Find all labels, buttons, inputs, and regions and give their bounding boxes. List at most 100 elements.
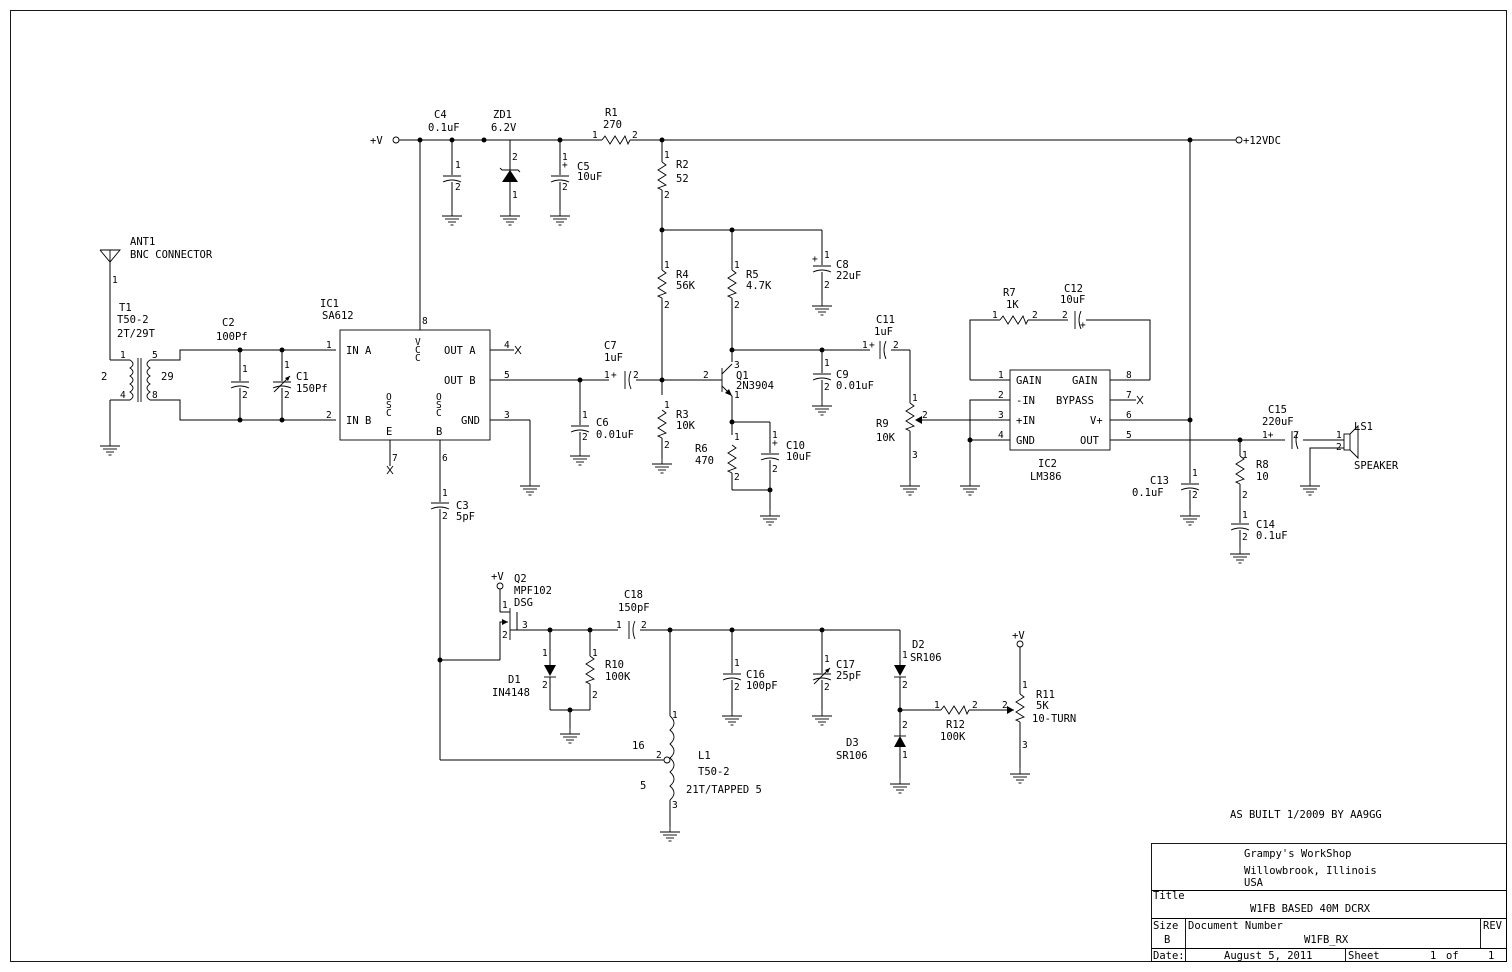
svg-text:2: 2 bbox=[326, 410, 332, 421]
c14-ref: C14 bbox=[1256, 519, 1275, 531]
svg-text:+: + bbox=[562, 160, 568, 171]
ic2-value: LM386 bbox=[1030, 471, 1062, 483]
svg-text:1: 1 bbox=[664, 260, 670, 271]
ic1-pin-b: B bbox=[436, 426, 442, 438]
size-value: B bbox=[1164, 934, 1170, 946]
ic1-value: SA612 bbox=[322, 310, 354, 322]
ls1-ref: LS1 bbox=[1354, 421, 1373, 433]
potentiometer-r11: +V 1 2 3 R11 5K 10-TURN bbox=[1002, 630, 1076, 784]
ic1-pin-outa: OUT A bbox=[444, 345, 476, 357]
fet-q2: +V 1 2 3 Q2 MPF102 DSG bbox=[440, 571, 552, 661]
c8-value: 22uF bbox=[836, 270, 861, 282]
svg-text:1: 1 bbox=[1192, 468, 1198, 479]
ic2-pin-gain1: GAIN bbox=[1016, 375, 1041, 387]
svg-text:2: 2 bbox=[1062, 310, 1068, 321]
svg-text:1: 1 bbox=[604, 370, 610, 381]
capacitor-c11: C11 1uF 1 + 2 bbox=[862, 314, 911, 403]
svg-text:1: 1 bbox=[112, 275, 118, 286]
svg-text:+: + bbox=[1080, 320, 1086, 331]
resistor-r3: R3 10K 1 2 bbox=[651, 400, 696, 474]
svg-text:3: 3 bbox=[672, 800, 678, 811]
svg-text:2: 2 bbox=[772, 464, 778, 475]
sheets-value: 1 bbox=[1488, 950, 1494, 962]
ic2-pin-vplus: V+ bbox=[1090, 415, 1103, 427]
svg-text:2: 2 bbox=[734, 682, 740, 693]
d1-ref: D1 bbox=[508, 674, 521, 686]
ic1-pin-gnd: GND bbox=[461, 415, 480, 427]
t1-ref: T1 bbox=[119, 302, 132, 314]
capacitor-c17: 1 2 C17 25pF bbox=[811, 630, 861, 726]
svg-text:2: 2 bbox=[902, 720, 908, 731]
r1-ref: R1 bbox=[605, 107, 618, 119]
t1-value2: 2T/29T bbox=[117, 328, 156, 340]
svg-text:2: 2 bbox=[656, 750, 662, 761]
svg-text:O: O bbox=[386, 392, 392, 403]
svg-text:1: 1 bbox=[902, 750, 908, 761]
svg-text:1: 1 bbox=[242, 364, 248, 375]
speaker-ls1: 1 2 LS1 SPEAKER bbox=[1299, 421, 1399, 496]
c16-ref: C16 bbox=[746, 669, 765, 681]
svg-text:1: 1 bbox=[992, 310, 998, 321]
svg-text:1: 1 bbox=[582, 410, 588, 421]
c1-ref: C1 bbox=[296, 371, 309, 383]
zd1-value: 6.2V bbox=[491, 122, 517, 134]
r6-ref: R6 bbox=[695, 443, 708, 455]
resistor-r12: 1 2 R12 100K bbox=[900, 700, 1014, 743]
svg-text:4: 4 bbox=[998, 430, 1004, 441]
svg-text:2: 2 bbox=[562, 182, 568, 193]
svg-text:1: 1 bbox=[664, 150, 670, 161]
svg-text:2: 2 bbox=[1242, 490, 1248, 501]
svg-text:4: 4 bbox=[120, 390, 126, 401]
capacitor-c14: 1 2 C14 0.1uF bbox=[1229, 510, 1288, 564]
svg-text:1: 1 bbox=[998, 370, 1004, 381]
capacitor-c8: 1 + C8 22uF 2 bbox=[811, 230, 861, 316]
svg-text:1: 1 bbox=[824, 250, 830, 261]
d3-ref: D3 bbox=[846, 737, 859, 749]
svg-text:1: 1 bbox=[616, 620, 622, 631]
capacitor-c1: 1 C1 150Pf 2 bbox=[272, 347, 328, 423]
size-label: Size bbox=[1153, 920, 1178, 932]
svg-text:2: 2 bbox=[242, 390, 248, 401]
svg-text:2: 2 bbox=[972, 700, 978, 711]
svg-text:2: 2 bbox=[734, 300, 740, 311]
r11-vplus: +V bbox=[1012, 630, 1025, 642]
t1-pin2: 2 bbox=[101, 371, 107, 383]
capacitor-c15: C15 220uF 1+ 2 bbox=[1237, 404, 1340, 450]
resistor-r7: R7 1K 1 2 bbox=[969, 287, 1068, 380]
c4-ref: C4 bbox=[434, 109, 447, 121]
capacitor-c16: 1 2 C16 100pF bbox=[721, 630, 778, 726]
c10-ref: C10 bbox=[786, 440, 805, 452]
l1-tap5: 5 bbox=[640, 780, 646, 792]
r9-ref: R9 bbox=[876, 418, 889, 430]
c15-value: 220uF bbox=[1262, 416, 1294, 428]
svg-text:+: + bbox=[812, 254, 818, 265]
transistor-q1: 2 3 1 Q1 2N3904 bbox=[703, 360, 774, 435]
r6-value: 470 bbox=[695, 455, 714, 467]
rev-label: REV bbox=[1483, 920, 1503, 932]
document-title: W1FB BASED 40M DCRX bbox=[1250, 903, 1371, 915]
svg-text:2: 2 bbox=[922, 410, 928, 421]
svg-text:2: 2 bbox=[1192, 490, 1198, 501]
svg-text:1: 1 bbox=[1242, 450, 1248, 461]
c5-value: 10uF bbox=[577, 171, 602, 183]
diode-d3: 2 1 D3 SR106 bbox=[836, 720, 911, 794]
date-label: Date: bbox=[1153, 950, 1185, 962]
c12-value: 10uF bbox=[1060, 294, 1085, 306]
c3-ref: C3 bbox=[456, 500, 469, 512]
svg-text:2: 2 bbox=[664, 300, 670, 311]
c17-ref: C17 bbox=[836, 659, 855, 671]
svg-text:1: 1 bbox=[1242, 510, 1248, 521]
c4-value: 0.1uF bbox=[428, 122, 460, 134]
c1-value: 150Pf bbox=[296, 383, 328, 395]
c11-ref: C11 bbox=[876, 314, 895, 326]
svg-text:5: 5 bbox=[504, 370, 510, 381]
inductor-l1: 1 2 3 16 5 L1 T50-2 21T/TAPPED 5 bbox=[440, 630, 762, 842]
c14-value: 0.1uF bbox=[1256, 530, 1288, 542]
svg-text:1: 1 bbox=[120, 350, 126, 361]
ic2-pin-pin: +IN bbox=[1016, 415, 1035, 427]
capacitor-c5: 1 + C5 10uF 2 bbox=[549, 140, 602, 226]
svg-text:3: 3 bbox=[504, 410, 510, 421]
svg-text:1: 1 bbox=[592, 648, 598, 659]
d1-value: IN4148 bbox=[492, 687, 530, 699]
